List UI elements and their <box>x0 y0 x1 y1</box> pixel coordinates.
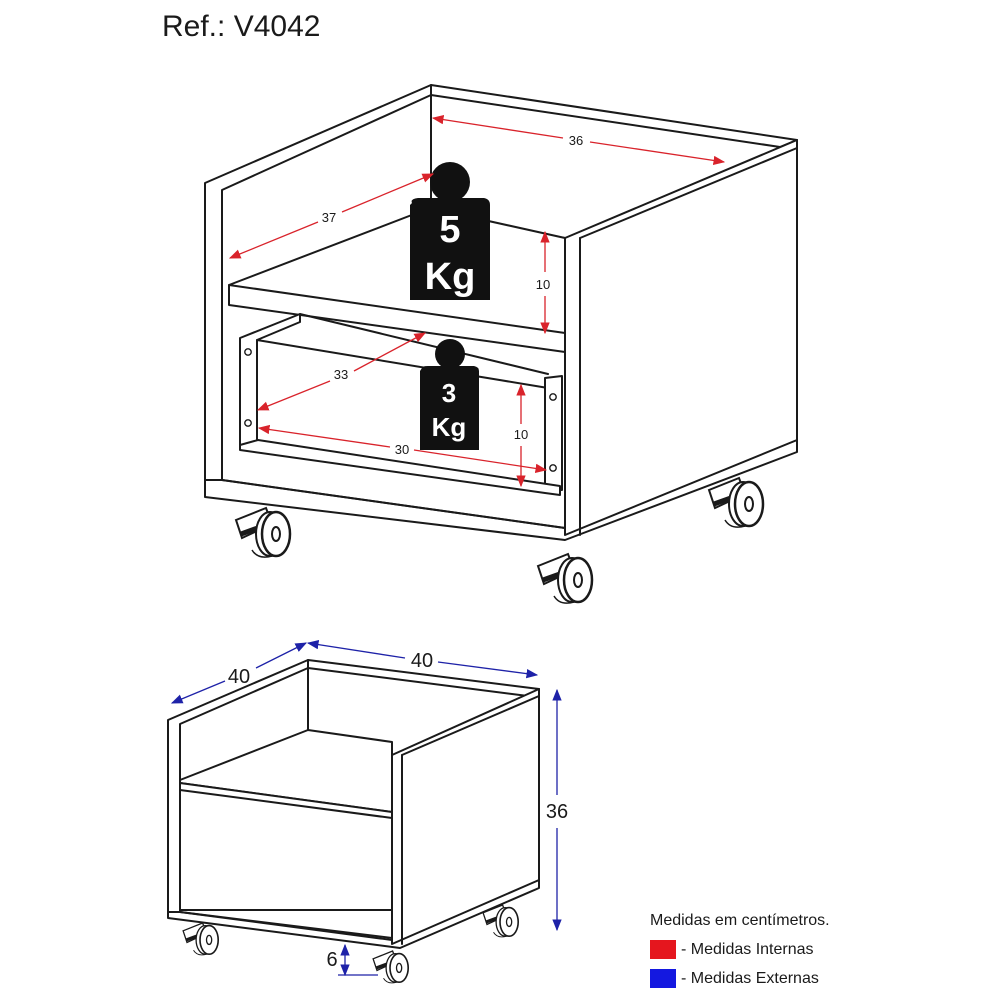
ext-caster-front-right <box>372 950 410 984</box>
caster-front-left <box>234 506 292 559</box>
legend: Medidas em centímetros. - Medidas Intern… <box>650 906 830 993</box>
weight-upper-unit: Kg <box>425 256 476 298</box>
drawer-bottom <box>239 439 561 496</box>
legend-label-external: - Medidas Externas <box>681 969 819 987</box>
bottom-view: 40 40 36 6 <box>167 639 568 984</box>
ext-dim-depth: 40 <box>228 666 250 688</box>
dim-width-top: 36 <box>569 133 583 148</box>
dim-height-top: 10 <box>536 277 550 292</box>
ext-dim-width: 40 <box>411 650 433 672</box>
ext-dim-wheel-height: 6 <box>326 949 337 971</box>
drawer-left-side <box>239 313 301 449</box>
ext-caster-front-left <box>182 922 220 956</box>
caster-front-right <box>536 552 594 605</box>
dim-width-bottom: 30 <box>395 442 409 457</box>
legend-swatch-external <box>650 969 676 988</box>
ext-dim-height: 36 <box>546 801 568 823</box>
legend-label-internal: - Medidas Internas <box>681 940 814 958</box>
weight-tag-5kg: 5 Kg <box>410 162 490 300</box>
top-view: 5 Kg 3 Kg 36 37 10 33 30 10 <box>204 84 798 605</box>
legend-item-external: - Medidas Externas <box>650 964 830 993</box>
legend-swatch-internal <box>650 940 676 959</box>
weight-lower-value: 3 <box>442 378 456 408</box>
dim-depth-top: 37 <box>322 210 336 225</box>
legend-heading: Medidas em centímetros. <box>650 911 830 929</box>
dim-depth-bottom: 33 <box>334 367 348 382</box>
weight-upper-value: 5 <box>439 209 460 251</box>
caster-back-right <box>707 476 765 529</box>
ext-right-side <box>391 688 540 945</box>
right-side-panel <box>564 139 798 536</box>
drawer-right-side <box>544 375 563 491</box>
legend-item-internal: - Medidas Internas <box>650 935 830 964</box>
reference-title: Ref.: V4042 <box>162 10 321 43</box>
dim-height-bottom: 10 <box>514 427 528 442</box>
weight-tag-3kg: 3 Kg <box>420 339 479 450</box>
weight-lower-unit: Kg <box>432 412 467 442</box>
